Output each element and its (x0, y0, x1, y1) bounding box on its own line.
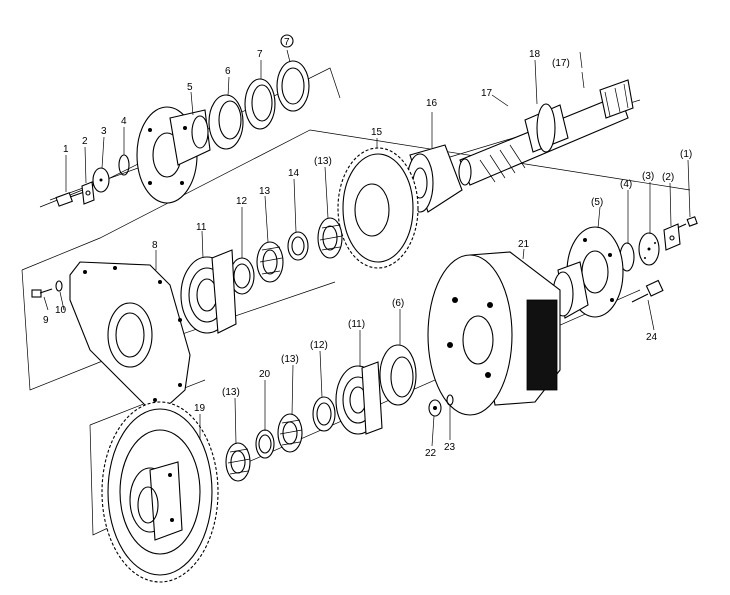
label-r6: (6) (392, 298, 404, 309)
label-14: 14 (288, 168, 300, 179)
bearing-retainer-5 (136, 106, 211, 204)
label-22: 22 (425, 448, 437, 459)
label-5: 5 (187, 82, 193, 93)
leader-lines (43, 49, 691, 447)
label-13b: (13) (314, 156, 332, 167)
bearing-cup-7 (244, 78, 276, 130)
bolt-9 (31, 288, 53, 298)
label-18: 18 (529, 49, 541, 60)
label-r12: (12) (310, 340, 328, 351)
label-15: 15 (371, 127, 383, 138)
bearing-race-6 (208, 94, 244, 150)
label-7: 7 (257, 49, 263, 60)
needle-bearing-13-top (317, 217, 343, 259)
label-r5: (5) (591, 197, 603, 208)
label-r2: (2) (662, 172, 674, 183)
spacer-20 (255, 429, 275, 459)
housing-cover-8 (69, 261, 191, 409)
label-1: 1 (63, 144, 69, 155)
label-13: 13 (259, 186, 271, 197)
ball-bearing-r11 (335, 361, 383, 435)
ball-bearing-11 (180, 249, 237, 334)
needle-bearing-r13-lower (225, 442, 251, 482)
label-2: 2 (82, 136, 88, 147)
needle-bearing-r13 (277, 413, 303, 453)
label-7c-circle (280, 34, 294, 48)
needle-bearing-13 (256, 241, 284, 283)
bolt-24 (631, 279, 664, 303)
nut-22 (428, 399, 442, 417)
lock-plate-2 (81, 181, 95, 205)
shim-7 (276, 60, 310, 112)
label-3: 3 (101, 126, 107, 137)
label-r11: (11) (348, 319, 365, 330)
label-21: 21 (518, 239, 530, 250)
bearing-race-r6 (379, 344, 417, 406)
main-shaft-18 (458, 79, 634, 186)
label-6: 6 (225, 66, 231, 77)
label-r13b: (13) (222, 387, 240, 398)
label-r1: (1) (680, 149, 692, 160)
label-19: 19 (194, 403, 206, 414)
label-r4: (4) (620, 179, 632, 190)
ring-gear-19 (101, 401, 219, 583)
part-labels: 1 2 3 4 5 6 7 7 8 9 10 11 12 13 14 (13) … (43, 34, 692, 459)
washer-r3 (638, 232, 660, 266)
spacer-14 (287, 231, 309, 261)
label-9: 9 (43, 315, 49, 326)
lock-plate-r2 (663, 223, 681, 251)
label-11: 11 (196, 222, 207, 233)
bolt-r1 (674, 216, 698, 230)
label-24: 24 (646, 332, 658, 343)
washer-10 (55, 280, 63, 292)
gear-15 (337, 147, 419, 269)
label-r3: (3) (642, 171, 654, 182)
label-17b: (17) (552, 58, 570, 69)
label-12: 12 (236, 196, 248, 207)
label-20: 20 (259, 369, 271, 380)
label-7c: 7 (284, 37, 290, 48)
label-23: 23 (444, 442, 456, 453)
clutch-housing-21 (427, 251, 561, 416)
label-4: 4 (121, 116, 127, 127)
label-8: 8 (152, 240, 158, 251)
washer-3 (92, 167, 110, 193)
label-16: 16 (426, 98, 438, 109)
label-r13a: (13) (281, 354, 299, 365)
snap-ring-r12 (312, 396, 336, 432)
label-10: 10 (55, 305, 67, 316)
label-17: 17 (481, 88, 493, 99)
o-ring-4 (118, 154, 130, 176)
bearing-retainer-r5 (552, 226, 624, 319)
